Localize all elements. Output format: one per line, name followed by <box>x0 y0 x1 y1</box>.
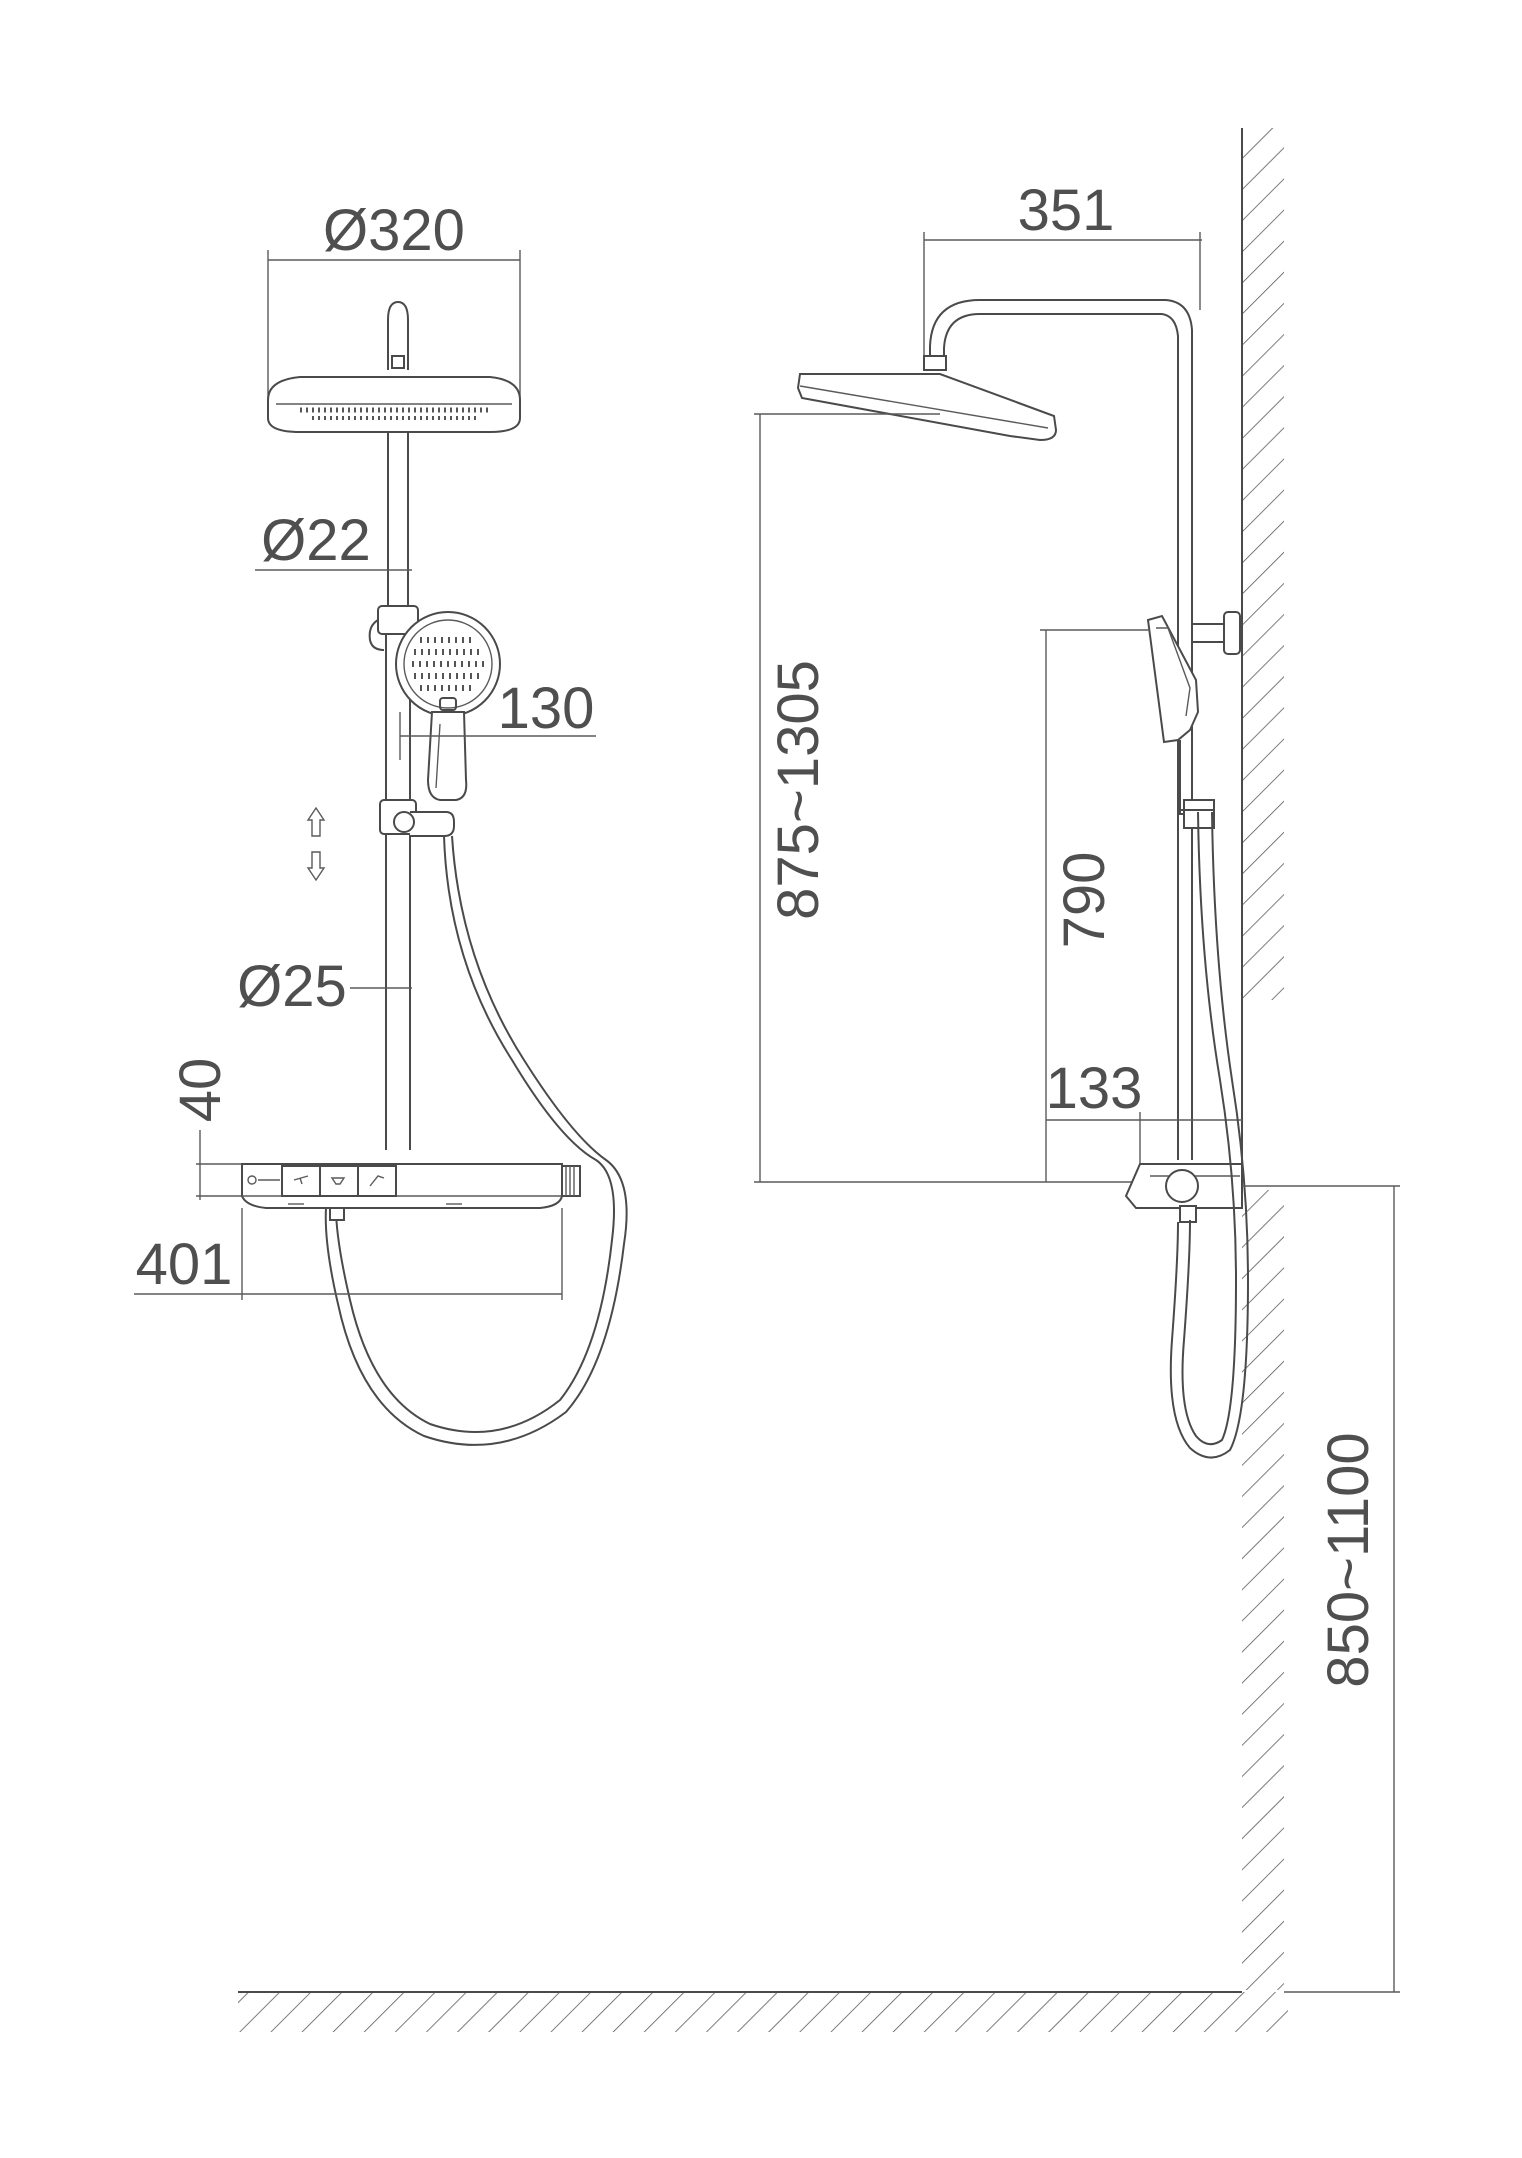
thermostatic-shelf <box>241 1163 581 1221</box>
side-view: 351 875~1305 <box>238 128 1400 2032</box>
shelf-width-label: 401 <box>136 1232 233 1297</box>
lower-pipe-diameter-label: Ø25 <box>237 954 347 1019</box>
spout-icon <box>369 1175 385 1187</box>
upper-pipe-diameter-label: Ø22 <box>261 508 371 573</box>
riser-height-dimension: 875~1305 <box>754 413 1150 1183</box>
riser-height-label: 875~1305 <box>766 660 831 920</box>
wall <box>1241 128 1284 1990</box>
shower-arm-and-riser <box>929 299 1193 1160</box>
shower-hose <box>324 835 628 1446</box>
mounting-height-label: 850~1100 <box>1316 1432 1381 1687</box>
overhead-shower-head <box>267 300 521 433</box>
handshower-length-label: 130 <box>498 676 595 741</box>
shelf-height-dimension: 40 <box>168 1058 300 1200</box>
arm-projection-dimension: 351 <box>923 178 1202 362</box>
front-view: Ø320 Ø22 <box>134 198 628 1446</box>
handshower-holder-side <box>1180 799 1215 829</box>
hand-shower <box>395 611 501 801</box>
handshower-side <box>1146 614 1200 815</box>
shelf-depth-dimension: 133 <box>1046 1056 1242 1164</box>
overhead-head-side <box>796 355 1058 442</box>
handshower-icon <box>330 1177 346 1185</box>
upper-riser-pipe <box>387 432 409 620</box>
shelf-side <box>1124 1163 1243 1223</box>
lower-pipe-diameter-dimension: Ø25 <box>237 954 412 1019</box>
handshower-height-label: 790 <box>1052 852 1117 949</box>
floor <box>238 1991 1288 2032</box>
arm-projection-label: 351 <box>1018 178 1115 243</box>
spout-button <box>357 1165 397 1197</box>
hose-side <box>1169 811 1250 1459</box>
head-diameter-label: Ø320 <box>323 198 465 263</box>
handshower-slide-holder <box>379 799 455 837</box>
head-diameter-dimension: Ø320 <box>267 198 521 410</box>
up-down-arrows-icon <box>306 806 326 882</box>
shelf-depth-label: 133 <box>1046 1056 1143 1121</box>
shelf-height-label: 40 <box>168 1058 233 1123</box>
upper-pipe-diameter-dimension: Ø22 <box>255 508 412 573</box>
handshower-height-dimension: 790 <box>1040 629 1150 1182</box>
shelf-width-dimension: 401 <box>134 1208 563 1300</box>
mounting-height-dimension: 850~1100 <box>1242 1185 1400 1993</box>
top-slide-bracket <box>368 605 419 651</box>
lower-riser-pipe <box>385 634 411 1150</box>
handshower-length-dimension: 130 <box>399 676 596 760</box>
overhead-shower-icon <box>293 1175 309 1185</box>
wall-bracket-top <box>1191 611 1241 655</box>
